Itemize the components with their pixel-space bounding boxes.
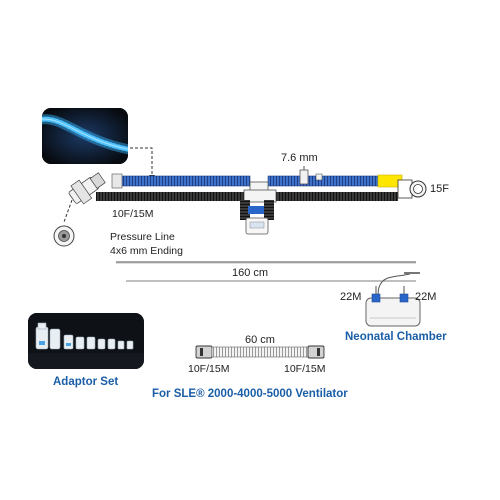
ventilator-compatibility-label: For SLE® 2000-4000-5000 Ventilator [152,388,348,400]
chamber-port-left-label: 22M [340,291,362,303]
adaptor-set-label: Adaptor Set [53,376,119,388]
extension-tube [195,345,325,359]
expiratory-limb [96,192,398,201]
extension-end-left-label: 10F/15M [188,363,230,375]
pressure-line-label: Pressure Line [110,231,175,243]
tube-diameter-label: 7.6 mm [281,152,318,164]
extension-end-right-label: 10F/15M [284,363,326,375]
chamber-port-right-label: 22M [415,291,437,303]
adaptor-set-photo [28,313,144,369]
pressure-line-connector-icon [53,225,75,247]
chamber-end-size-label: 15F [430,183,449,195]
chamber-end-connector [397,179,427,199]
photo-leader-line [130,147,153,178]
inspiratory-limb [111,173,403,189]
neonatal-chamber-label: Neonatal Chamber [345,331,447,343]
patient-end-connector [63,172,106,223]
main-length-label: 160 cm [232,267,269,279]
adaptor-set-icon [28,313,144,369]
temperature-probe-port [299,166,323,185]
heated-wire-closeup-icon [42,108,128,164]
humidifier-chamber-icon [365,272,421,327]
heated-wire-closeup-photo [42,108,128,164]
y-piece-connector [240,181,277,235]
extension-length-label: 60 cm [245,334,275,346]
pressure-ending-label: 4x6 mm Ending [110,245,183,257]
patient-end-size-label: 10F/15M [112,208,154,220]
